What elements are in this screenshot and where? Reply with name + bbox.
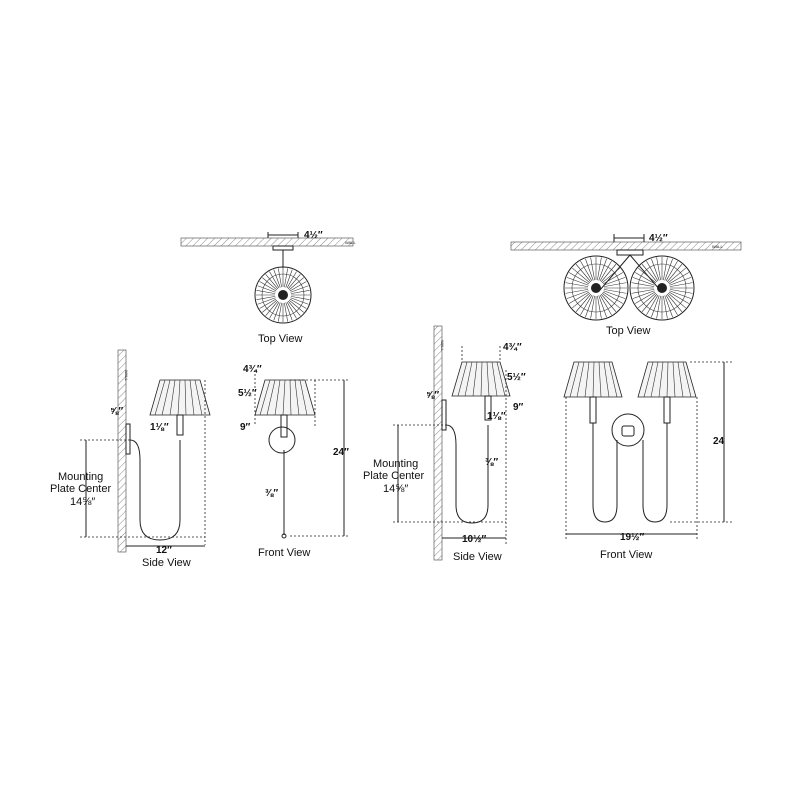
side-view-label: Side View (142, 557, 191, 569)
arm (592, 423, 668, 523)
top-view-label: Top View (606, 325, 650, 337)
wall-strip (510, 241, 742, 251)
dim-side-arm: 1⅛″ (150, 422, 169, 433)
dim-side-offset: ⅝″ (426, 390, 439, 401)
dim-front-height: 24 (713, 436, 725, 447)
wall-tag: WALL (124, 370, 129, 382)
dim-side-arm: 1⅛″ (487, 411, 506, 422)
mounting-line2: Plate Center (363, 470, 424, 482)
dim-side-depth: 10½″ (462, 534, 486, 545)
top-view-label: Top View (258, 333, 302, 345)
arm (445, 424, 489, 524)
side-view-label: Side View (453, 551, 502, 563)
dim-front-base: 9″ (240, 422, 251, 433)
mounting-plate (272, 245, 294, 251)
wall-strip (433, 325, 443, 561)
wall-tag: WALL (440, 340, 445, 352)
dim-side-base: 9″ (513, 402, 524, 413)
dim-front-top: 4¾″ (243, 364, 262, 375)
mounting-line1: Mounting (58, 471, 103, 483)
front-view-label: Front View (600, 549, 652, 561)
wall-strip (180, 237, 354, 247)
dim-side-shade: 5½″ (507, 372, 526, 383)
single-front-view: 4¾″ 5½″ 9″ 24″ ⅜″ Front View (238, 364, 350, 559)
backplate (611, 413, 645, 447)
dim-side-offset: ⅝″ (110, 406, 123, 417)
backplate (268, 426, 296, 454)
double-top-view: WALL 4½″ Top View (510, 233, 742, 337)
mounting-plate (125, 423, 131, 455)
single-top-view: WALL 4½″ Top View (180, 230, 357, 345)
dim-front-height: 24″ (333, 447, 349, 458)
shade-top-right (629, 255, 695, 321)
dim-side-stem: ⅜″ (485, 457, 498, 468)
mounting-line1: Mounting (373, 458, 418, 470)
dim-top-plate: 4½″ (304, 230, 323, 241)
shade (149, 379, 211, 416)
mounting-line2: Plate Center (50, 483, 111, 495)
dim-front-width: 19½″ (620, 532, 644, 543)
wall-tag: WALL (712, 244, 724, 249)
front-view-label: Front View (258, 547, 310, 559)
single-side-view: WALL ⅝″ 1⅛″ 12″ Mounting Plate Center 14… (50, 349, 211, 569)
dim-front-stem: ⅜″ (265, 488, 278, 499)
dim-side-depth: 12″ (156, 545, 172, 556)
mounting-value: 14⅝″ (70, 496, 95, 508)
shade-top-left (563, 255, 629, 321)
mounting-plate (616, 249, 644, 256)
shade-top (254, 266, 312, 324)
arm (129, 439, 181, 541)
dim-side-top: 4¾″ (503, 342, 522, 353)
dim-top-plate: 4½″ (649, 233, 668, 244)
double-side-view: WALL ⅝″ 4¾″ 5½″ 9″ 1⅛″ ⅜″ 10½″ Mounting … (363, 325, 526, 563)
mounting-plate (441, 399, 447, 431)
mounting-value: 14⅝″ (383, 483, 408, 495)
dim-front-shade: 5½″ (238, 388, 257, 399)
wall-tag: WALL (345, 240, 357, 245)
double-front-view: 19½″ 24 Front View (563, 361, 732, 561)
